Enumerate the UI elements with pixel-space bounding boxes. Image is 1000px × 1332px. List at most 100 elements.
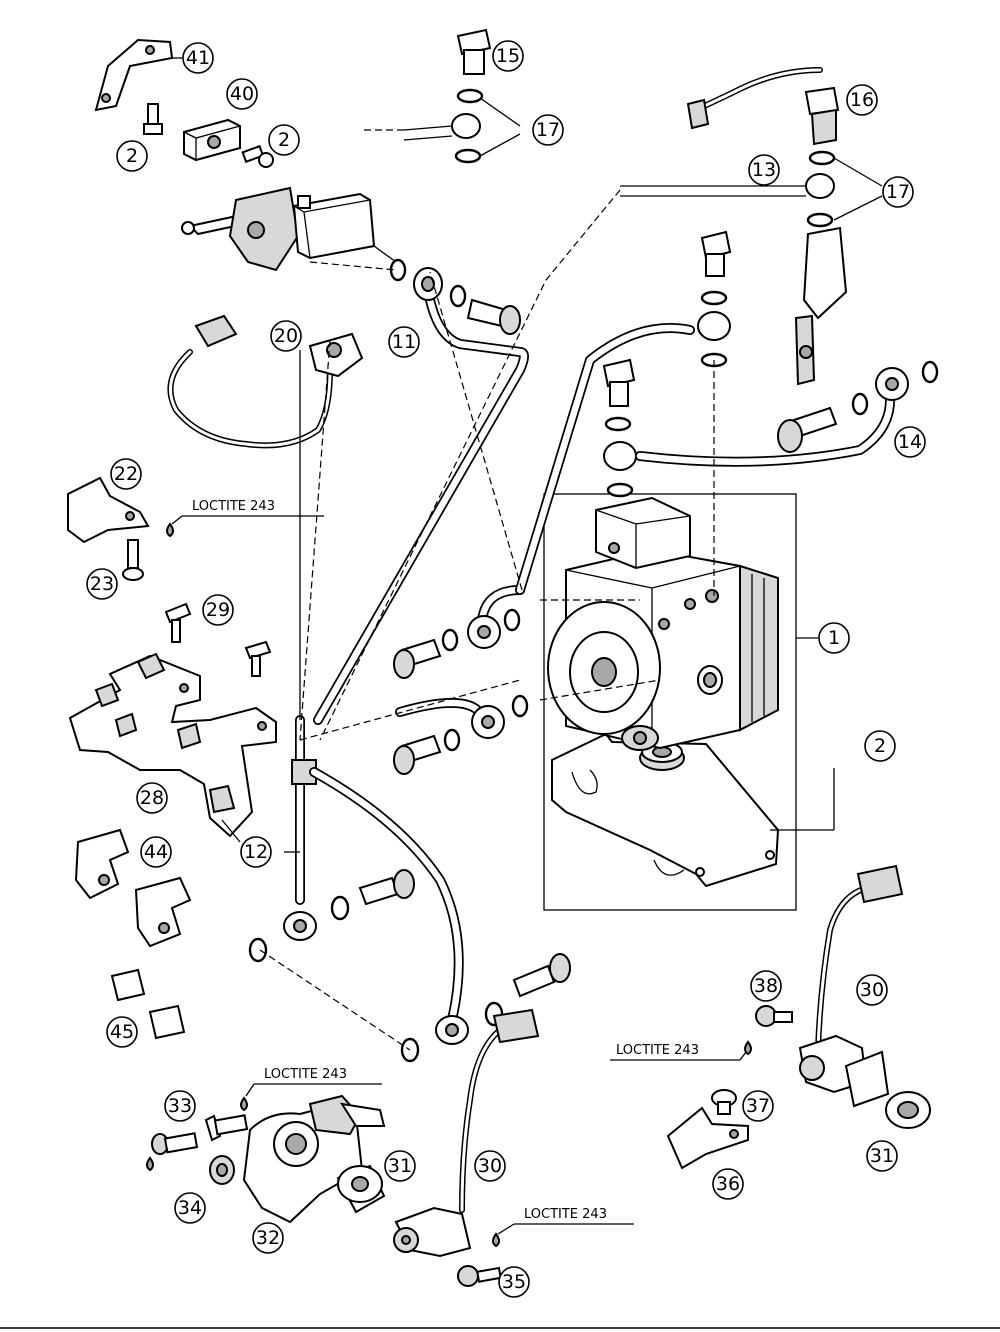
foot-brake-master-cylinder bbox=[794, 226, 848, 386]
callout-11-label: 11 bbox=[392, 331, 416, 353]
callout-16: 16 bbox=[846, 84, 878, 116]
brake-line-13 bbox=[620, 185, 806, 197]
guard-22 bbox=[67, 476, 150, 544]
callout-30-rear: 30 bbox=[474, 1150, 506, 1182]
callout-2a: 2 bbox=[116, 140, 148, 172]
callout-35-label: 35 bbox=[502, 1271, 526, 1293]
callout-22: 22 bbox=[110, 458, 142, 490]
abs-top-banjo bbox=[515, 230, 732, 595]
screw-23 bbox=[122, 539, 144, 581]
callout-13: 13 bbox=[748, 154, 780, 186]
callout-15-label: 15 bbox=[496, 45, 520, 67]
loctite-note-3: LOCTITE 243 bbox=[497, 1207, 634, 1235]
callout-30-front-label: 30 bbox=[860, 979, 884, 1001]
callout-17a: 17 bbox=[532, 114, 564, 146]
abs-unit-frame bbox=[543, 493, 797, 911]
assembly-lines bbox=[259, 129, 715, 1051]
callout-30-rear-label: 30 bbox=[478, 1155, 502, 1177]
loctite-note-2-text: LOCTITE 243 bbox=[264, 1067, 347, 1082]
callout-29-label: 29 bbox=[206, 599, 230, 621]
loctite-droplets bbox=[146, 522, 752, 1248]
bolt-2-clamp bbox=[241, 144, 274, 168]
sensor-ring-31 bbox=[336, 1164, 386, 1214]
callout-2b: 2 bbox=[268, 124, 300, 156]
callout-11: 11 bbox=[388, 326, 420, 358]
callout-23-label: 23 bbox=[90, 573, 114, 595]
abs-mid-banjo bbox=[602, 358, 895, 498]
clamp-40 bbox=[183, 118, 241, 162]
callout-41: 41 bbox=[182, 42, 214, 74]
clip-44 bbox=[74, 828, 192, 948]
screw-37 bbox=[711, 1089, 737, 1115]
callout-37-label: 37 bbox=[746, 1095, 770, 1117]
callout-38: 38 bbox=[750, 970, 782, 1002]
screw-35 bbox=[457, 1265, 502, 1287]
callout-2c: 2 bbox=[864, 730, 896, 762]
callout-38-label: 38 bbox=[754, 975, 778, 997]
callout-22-label: 22 bbox=[114, 463, 138, 485]
screw-29b bbox=[244, 640, 272, 677]
hand-brake-master-cylinder bbox=[181, 186, 397, 272]
callout-17b-label: 17 bbox=[886, 181, 910, 203]
callout-37: 37 bbox=[742, 1090, 774, 1122]
abs-left-fittings bbox=[393, 585, 529, 775]
callout-33-label: 33 bbox=[168, 1095, 192, 1117]
banjo-14 bbox=[777, 360, 939, 453]
callout-2a-label: 2 bbox=[126, 145, 138, 167]
loctite-note-4-text: LOCTITE 243 bbox=[616, 1043, 699, 1058]
wheel-speed-sensor-30-rear bbox=[393, 1008, 540, 1258]
callout-28-label: 28 bbox=[140, 787, 164, 809]
callout-45-label: 45 bbox=[110, 1021, 134, 1043]
loctite-note-1: LOCTITE 243 bbox=[171, 499, 324, 525]
callout-28: 28 bbox=[136, 782, 168, 814]
callout-17b: 17 bbox=[882, 176, 914, 208]
banjo-bolt-15 bbox=[403, 28, 492, 164]
brake-line-12 bbox=[248, 350, 571, 1063]
callout-31-rear: 31 bbox=[384, 1150, 416, 1182]
bracket-36 bbox=[666, 1106, 749, 1170]
brake-line-11 bbox=[313, 258, 529, 725]
callout-23: 23 bbox=[86, 568, 118, 600]
callout-40-label: 40 bbox=[230, 83, 254, 105]
callout-36-label: 36 bbox=[716, 1173, 740, 1195]
callout-12-label: 12 bbox=[244, 841, 268, 863]
loctite-note-1-text: LOCTITE 243 bbox=[192, 499, 275, 514]
callout-33: 33 bbox=[164, 1090, 196, 1122]
abs-hydraulic-unit bbox=[547, 496, 779, 751]
callout-1-label: 1 bbox=[828, 627, 840, 649]
screw-29 bbox=[164, 602, 192, 643]
sensor-ring-31-front bbox=[885, 1091, 931, 1129]
callout-31-rear-label: 31 bbox=[388, 1155, 412, 1177]
callout-32-label: 32 bbox=[256, 1227, 280, 1249]
callout-20-label: 20 bbox=[274, 325, 298, 347]
callout-31-front-label: 31 bbox=[870, 1145, 894, 1167]
callout-13-label: 13 bbox=[752, 159, 776, 181]
callout-44: 44 bbox=[140, 836, 172, 868]
bolt-2-top bbox=[143, 103, 163, 135]
clip-45 bbox=[110, 968, 186, 1040]
wheel-speed-sensor-30-front bbox=[798, 864, 904, 1108]
loctite-note-3-text: LOCTITE 243 bbox=[524, 1207, 607, 1222]
callout-40: 40 bbox=[226, 78, 258, 110]
callout-2c-label: 2 bbox=[874, 735, 886, 757]
callout-29: 29 bbox=[202, 594, 234, 626]
callout-1: 1 bbox=[818, 622, 850, 654]
callout-14: 14 bbox=[894, 426, 926, 458]
callout-12: 12 bbox=[240, 836, 272, 868]
callout-15: 15 bbox=[492, 40, 524, 72]
callout-30-front: 30 bbox=[856, 974, 888, 1006]
callout-41-label: 41 bbox=[186, 47, 210, 69]
spacer-34 bbox=[209, 1155, 235, 1185]
callout-34-label: 34 bbox=[178, 1197, 202, 1219]
callout-44-label: 44 bbox=[144, 841, 168, 863]
callout-14-label: 14 bbox=[898, 431, 922, 453]
callout-31-front: 31 bbox=[866, 1140, 898, 1172]
leader-lines bbox=[172, 57, 883, 853]
loctite-note-4: LOCTITE 243 bbox=[610, 1043, 747, 1061]
callout-16-label: 16 bbox=[850, 89, 874, 111]
bolt-33b bbox=[151, 1132, 199, 1155]
rear-caliper-32 bbox=[242, 1094, 386, 1224]
callout-2b-label: 2 bbox=[278, 129, 290, 151]
callout-34: 34 bbox=[174, 1192, 206, 1224]
